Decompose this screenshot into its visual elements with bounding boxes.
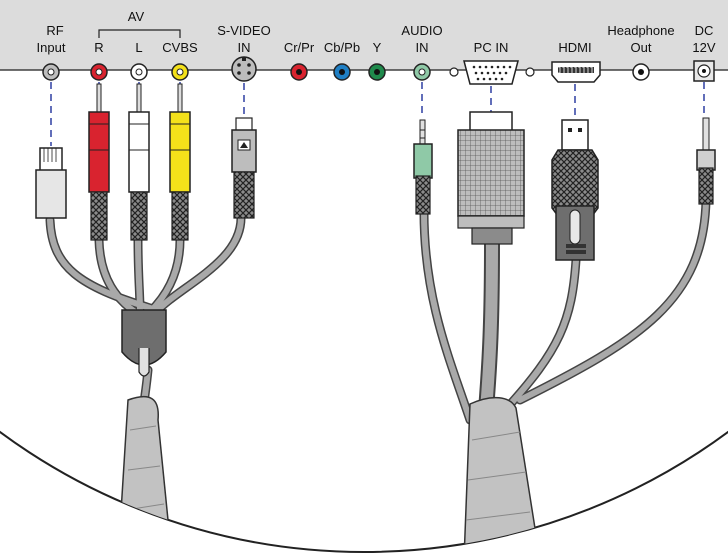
audio-jack-icon xyxy=(413,63,431,81)
audio-in-label-1: AUDIO xyxy=(401,23,442,38)
av-cvbs-label: CVBS xyxy=(162,40,198,55)
headphone-label-2: Out xyxy=(631,40,652,55)
av-group-label: AV xyxy=(128,9,145,24)
rca-port-icon xyxy=(90,63,189,81)
rca-plug-white xyxy=(128,83,150,241)
vga-plug xyxy=(457,111,525,245)
coax-port-icon xyxy=(42,63,60,81)
audio-plug xyxy=(413,119,433,215)
y-label: Y xyxy=(373,40,382,55)
rf-connector xyxy=(35,147,67,219)
back-panel xyxy=(0,0,728,71)
headphone-label-1: Headphone xyxy=(607,23,674,38)
av-bracket xyxy=(98,29,181,38)
svideo-plug xyxy=(231,117,257,219)
cb-pb-label: Cb/Pb xyxy=(324,40,360,55)
audio-in-label-2: IN xyxy=(416,40,429,55)
svideo-port-icon xyxy=(231,56,257,82)
dc-label-2: 12V xyxy=(692,40,715,55)
av-r-label: R xyxy=(94,40,103,55)
rf-label-1: RF xyxy=(46,23,63,38)
hdmi-plug xyxy=(551,119,599,261)
hdmi-label: HDMI xyxy=(558,40,591,55)
panel-labels: RF Input AV R L CVBS S-VIDEO IN Cr/Pr Cb… xyxy=(37,9,716,55)
hdmi-port-icon xyxy=(551,61,601,83)
vga-port-icon xyxy=(449,60,535,85)
pc-in-label: PC IN xyxy=(474,40,509,55)
svideo-label-2: IN xyxy=(238,40,251,55)
dashed-guides xyxy=(50,82,705,146)
component-ports xyxy=(290,63,386,81)
rca-plug-red xyxy=(88,83,110,241)
figure-code: DA3446i xyxy=(638,489,692,505)
av-l-label: L xyxy=(135,40,142,55)
dc-label-1: DC xyxy=(695,23,714,38)
rf-label-2: Input xyxy=(37,40,66,55)
dc-port-icon xyxy=(693,60,715,82)
headphone-port-icon xyxy=(632,63,650,81)
cr-pr-label: Cr/Pr xyxy=(284,40,315,55)
rca-plug-yellow xyxy=(169,83,191,241)
svideo-label-1: S-VIDEO xyxy=(217,23,270,38)
dc-plug xyxy=(696,117,716,205)
right-cables xyxy=(419,195,711,425)
